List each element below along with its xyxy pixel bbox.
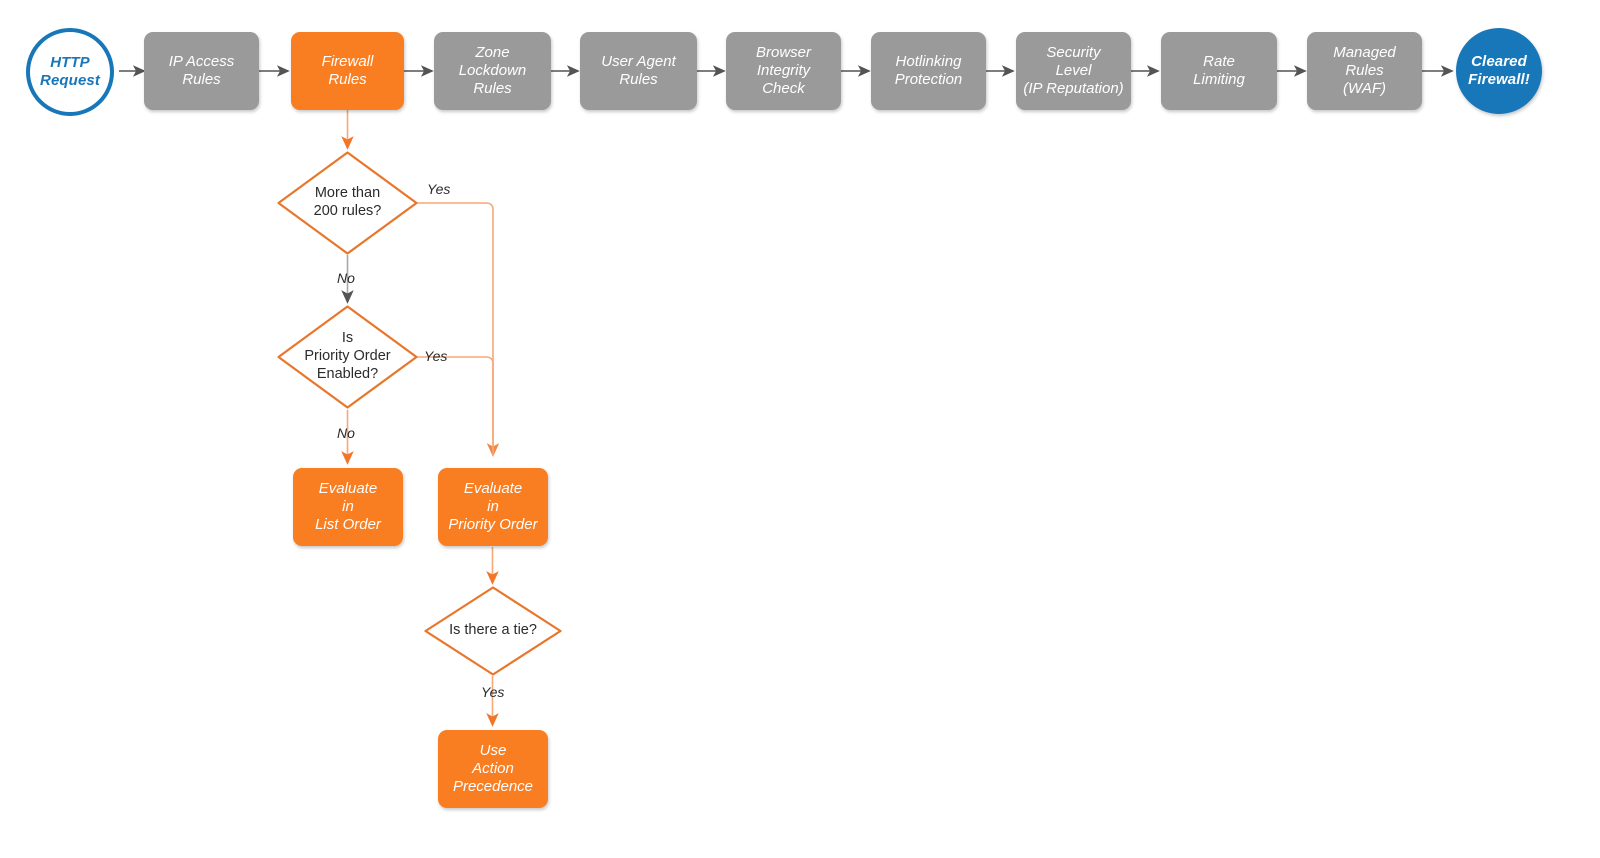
outcome-evaluate-in-priority-order[interactable]: Evaluate in Priority Order [438,468,548,546]
decision-more-than-200-rules[interactable]: More than 200 rules? [277,151,418,255]
edge-label-d2-no: No [337,425,355,441]
pipeline-step-zone-lockdown-rules[interactable]: Zone Lockdown Rules [434,32,551,110]
pipeline-step-browser-integrity-check[interactable]: Browser Integrity Check [726,32,841,110]
edge-label-d1-no: No [337,270,355,286]
pipeline-step-rate-limiting[interactable]: Rate Limiting [1161,32,1277,110]
edge-label-d1-yes: Yes [427,181,451,197]
pipeline-step-user-agent-rules[interactable]: User Agent Rules [580,32,697,110]
pipeline-step-hotlinking-protection[interactable]: Hotlinking Protection [871,32,986,110]
decision-is-there-a-tie[interactable]: Is there a tie? [424,586,562,676]
pipeline-step-security-level-ip-reputation[interactable]: Security Level (IP Reputation) [1016,32,1131,110]
decision-is-priority-order-enabled[interactable]: Is Priority Order Enabled? [277,305,418,409]
outcome-use-action-precedence[interactable]: Use Action Precedence [438,730,548,808]
edge-label-d3-yes: Yes [481,684,505,700]
outcome-evaluate-in-list-order[interactable]: Evaluate in List Order [293,468,403,546]
pipeline-step-managed-rules-waf[interactable]: Managed Rules (WAF) [1307,32,1422,110]
edge-label-d2-yes: Yes [424,348,448,364]
end-node-cleared-firewall[interactable]: Cleared Firewall! [1456,28,1542,114]
pipeline-step-ip-access-rules[interactable]: IP Access Rules [144,32,259,110]
start-node-http-request[interactable]: HTTP Request [26,28,114,116]
pipeline-step-firewall-rules[interactable]: Firewall Rules [291,32,404,110]
